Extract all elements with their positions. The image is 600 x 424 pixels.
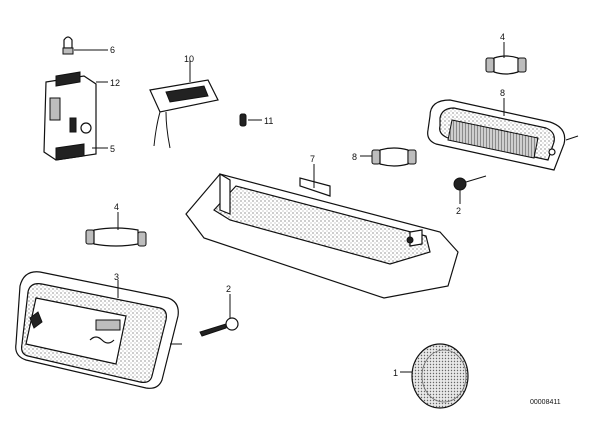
lamp-housing-3 (15, 271, 182, 389)
callout-10: 10 (184, 54, 194, 64)
socket-holder-12 (43, 71, 108, 161)
callout-7: 7 (310, 154, 315, 164)
lamp-9 (427, 98, 579, 171)
callout-2-lower: 2 (226, 284, 231, 294)
tray-7 (185, 164, 459, 299)
bulb-8-mid (360, 147, 417, 167)
lens-1 (400, 343, 469, 409)
callout-5: 5 (110, 144, 115, 154)
callout-1: 1 (393, 368, 398, 378)
callout-12: 12 (110, 78, 120, 88)
screw-2-upper (453, 175, 487, 204)
callout-8-upper: 8 (500, 88, 505, 98)
callout-4-upper: 4 (500, 32, 505, 42)
bulb-6 (62, 36, 108, 55)
lamp-10 (149, 60, 219, 149)
screw-2-lower (199, 294, 239, 337)
callout-2-upper: 2 (456, 206, 461, 216)
callout-4-lower: 4 (114, 202, 119, 212)
reference-number: 00008411 (530, 399, 561, 406)
callout-8-mid: 8 (352, 152, 357, 162)
callout-6: 6 (110, 45, 115, 55)
bulb-4-lower (85, 212, 147, 247)
callout-3: 3 (114, 272, 119, 282)
callout-11: 11 (264, 116, 273, 126)
clip-11 (239, 113, 262, 127)
bulb-4-upper (485, 42, 527, 75)
